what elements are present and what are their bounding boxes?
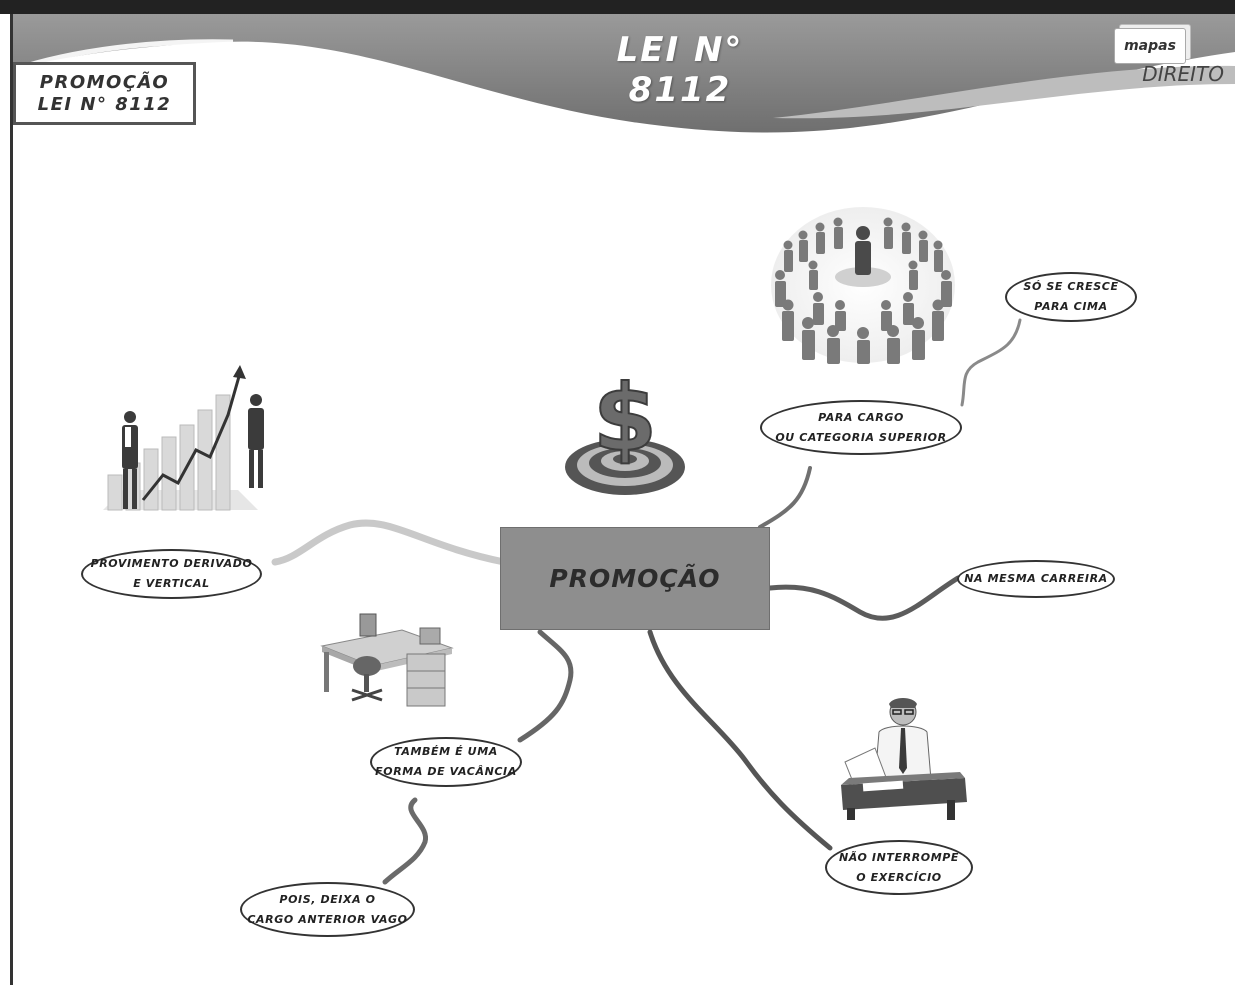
header-banner — [13, 14, 1235, 133]
branch-so-cresce — [960, 318, 1022, 407]
node-para-cargo-line-1: PARA CARGO — [818, 410, 904, 424]
node-so-cresce-line-2: PARA CIMA — [1034, 300, 1108, 313]
node-vacancia: TAMBÉM É UMA FORMA DE VACÂNCIA — [370, 737, 522, 787]
node-cargo-vago: POIS, DEIXA O CARGO ANTERIOR VAGO — [240, 882, 415, 937]
node-mesma-carreira: NA MESMA CARREIRA — [957, 560, 1115, 598]
central-node: PROMOÇÃO — [500, 527, 770, 630]
node-para-cargo-line-2: OU CATEGORIA SUPERIOR — [775, 430, 947, 444]
left-border — [10, 14, 13, 985]
topic-line-1: PROMOÇÃO — [39, 71, 170, 93]
node-provimento: PROVIMENTO DERIVADO E VERTICAL — [81, 549, 262, 599]
svg-text:$: $ — [593, 365, 657, 472]
node-cargo-vago-line-2: CARGO ANTERIOR VAGO — [247, 912, 408, 926]
node-para-cargo: PARA CARGO OU CATEGORIA SUPERIOR — [760, 400, 962, 455]
topic-line-2: LEI N° 8112 — [37, 93, 172, 115]
branch-provimento — [271, 519, 508, 566]
node-provimento-line-2: E VERTICAL — [133, 577, 210, 590]
office-desk-icon — [320, 613, 454, 707]
node-cargo-vago-line-1: POIS, DEIXA O — [279, 892, 376, 906]
topic-label: PROMOÇÃO LEI N° 8112 — [13, 62, 196, 125]
dollar-target-icon: $ — [565, 364, 685, 495]
node-exercicio-line-2: O EXERCÍCIO — [856, 870, 942, 884]
node-so-cresce: SÓ SE CRESCE PARA CIMA — [1005, 272, 1137, 322]
logo-brand: mapas — [1114, 28, 1186, 64]
branch-para-cargo — [758, 466, 812, 529]
map-title: LEI N° 8112 — [616, 30, 744, 110]
growth-chart-icon — [103, 365, 264, 511]
logo: mapas DIREITO — [1108, 22, 1228, 92]
branch-mesma-carreira — [767, 575, 961, 621]
crowd-leader-icon — [771, 207, 955, 364]
branch-cargo-vago — [382, 797, 428, 885]
branch-exercicio — [647, 629, 833, 851]
logo-subject: DIREITO — [1142, 62, 1224, 86]
node-exercicio-line-1: NÃO INTERROMPE — [838, 850, 960, 864]
branch-vacancia — [517, 629, 574, 743]
node-exercicio: NÃO INTERROMPE O EXERCÍCIO — [825, 840, 973, 895]
top-border — [0, 0, 1235, 14]
node-vacancia-line-2: FORMA DE VACÂNCIA — [375, 765, 517, 778]
businessman-icon — [841, 698, 967, 820]
node-vacancia-line-1: TAMBÉM É UMA — [394, 745, 498, 758]
node-provimento-line-1: PROVIMENTO DERIVADO — [90, 557, 253, 570]
node-mesma-carreira-line-1: NA MESMA CARREIRA — [964, 572, 1108, 585]
node-so-cresce-line-1: SÓ SE CRESCE — [1023, 280, 1119, 293]
